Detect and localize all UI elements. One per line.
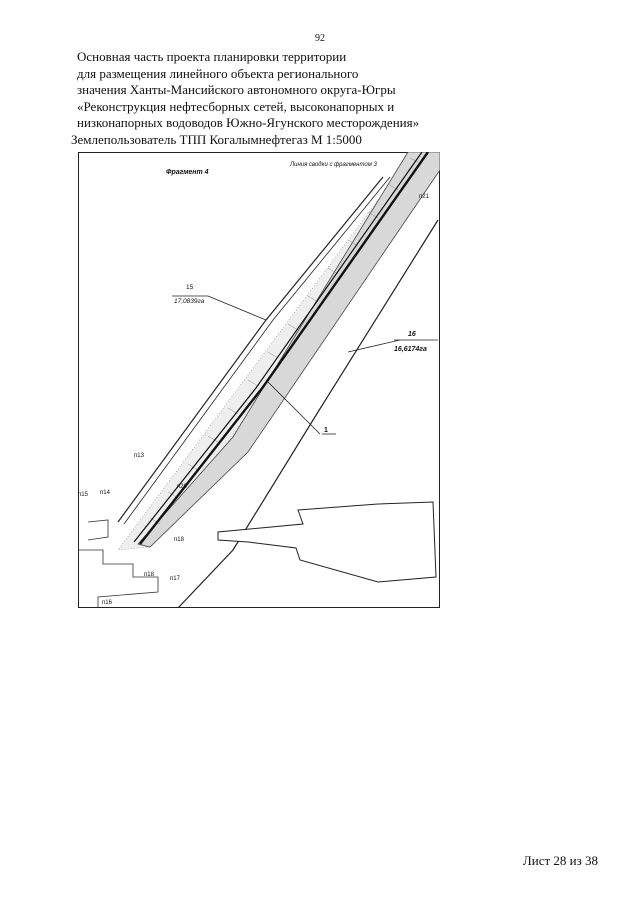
link-line-label: Линия сводки с фрагментом 3 (289, 162, 377, 168)
point-n15: п15 (78, 492, 89, 498)
map-frame (78, 152, 440, 608)
parcel-15-area: 17,0839га (174, 298, 205, 305)
point-n21: п21 (419, 194, 430, 200)
sheet-footer: Лист 28 из 38 (522, 853, 598, 868)
parcel-16-number: 16 (408, 331, 416, 338)
point-n20: п20 (177, 484, 188, 490)
point-n16: п16 (102, 600, 113, 606)
point-n18-lower: п18 (144, 572, 155, 578)
planning-map: Фрагмент 4 Линия сводки с фрагментом 3 1… (78, 152, 440, 608)
leader-parcel-15 (207, 295, 267, 321)
pipeline-secondary (133, 152, 423, 543)
pipeline-main (139, 152, 429, 545)
map-drawing: Фрагмент 4 Линия сводки с фрагментом 3 1… (78, 152, 440, 608)
point-n13: п13 (134, 453, 145, 459)
callout-1: 1 (324, 427, 328, 434)
title-line: для размещения линейного объекта региона… (77, 65, 359, 81)
bottom-left-detail (78, 549, 159, 608)
point-n14: п14 (100, 490, 111, 496)
title-line: значения Ханты-Мансийского автономного о… (77, 82, 396, 97)
leader-parcel-16 (347, 339, 401, 353)
title-line: Основная часть проекта планировки террит… (77, 49, 347, 64)
parcel-16-boundary (177, 219, 439, 608)
parcel-15-number: 15 (186, 284, 194, 291)
title-block: Основная часть проекта планировки террит… (71, 49, 497, 148)
point-n17: п17 (170, 576, 181, 582)
title-line: «Реконструкция нефтесборных сетей, высок… (77, 98, 395, 114)
point-n18-upper: п18 (174, 537, 185, 543)
parcel-15-boundary-inner (123, 176, 391, 525)
fragment-label: Фрагмент 4 (166, 169, 209, 176)
leader-callout-1 (265, 379, 321, 435)
bottom-left-box (87, 519, 109, 541)
parcel-15-boundary (117, 176, 384, 523)
road-spur (217, 501, 437, 583)
land-user-scale-line: Землепользователь ТПП Когалымнефтегаз М … (71, 131, 362, 147)
parcel-16-area: 16,6174га (394, 346, 427, 353)
title-line: низконапорных водоводов Южно-Ягунского м… (77, 115, 420, 130)
page-number: 92 (315, 33, 325, 44)
